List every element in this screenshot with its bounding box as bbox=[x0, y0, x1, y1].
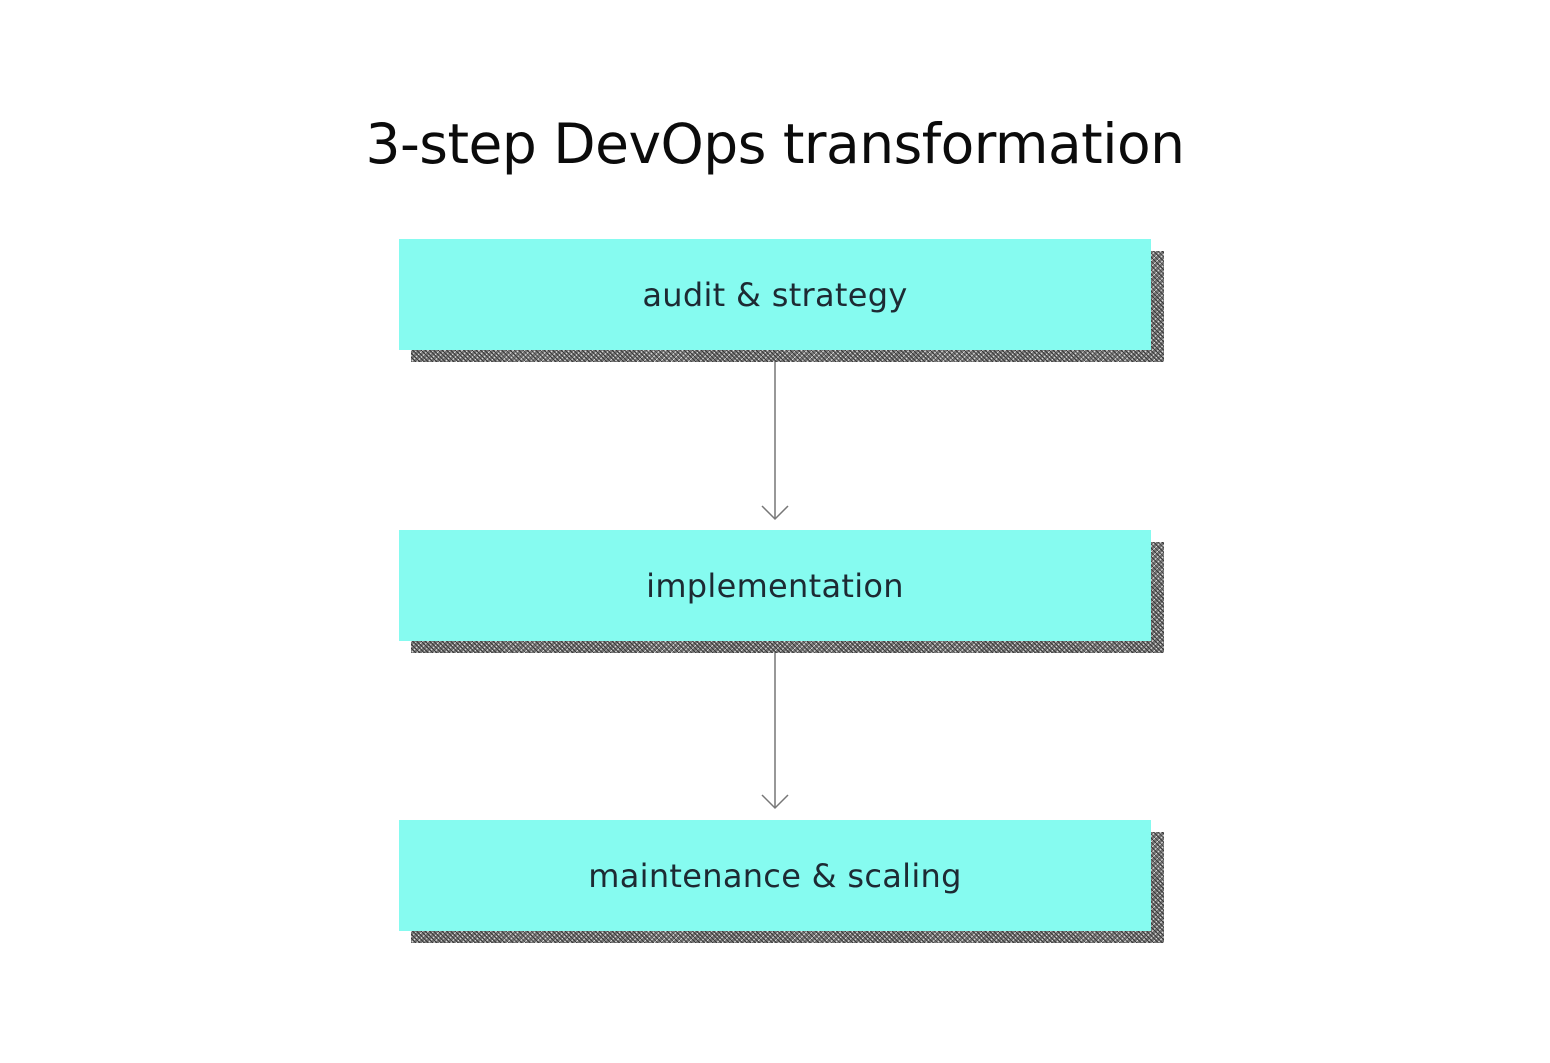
step-audit-strategy: audit & strategy bbox=[399, 239, 1164, 362]
step-box: maintenance & scaling bbox=[399, 820, 1151, 931]
step-implementation: implementation bbox=[399, 530, 1164, 653]
diagram-title: 3-step DevOps transformation bbox=[365, 112, 1185, 176]
arrow-down-icon bbox=[761, 362, 789, 521]
step-box: implementation bbox=[399, 530, 1151, 641]
step-box: audit & strategy bbox=[399, 239, 1151, 350]
step-label: implementation bbox=[646, 566, 904, 605]
arrow-down-icon bbox=[761, 653, 789, 810]
step-label: audit & strategy bbox=[642, 275, 908, 314]
step-maintenance-scaling: maintenance & scaling bbox=[399, 820, 1164, 943]
step-label: maintenance & scaling bbox=[588, 856, 962, 895]
